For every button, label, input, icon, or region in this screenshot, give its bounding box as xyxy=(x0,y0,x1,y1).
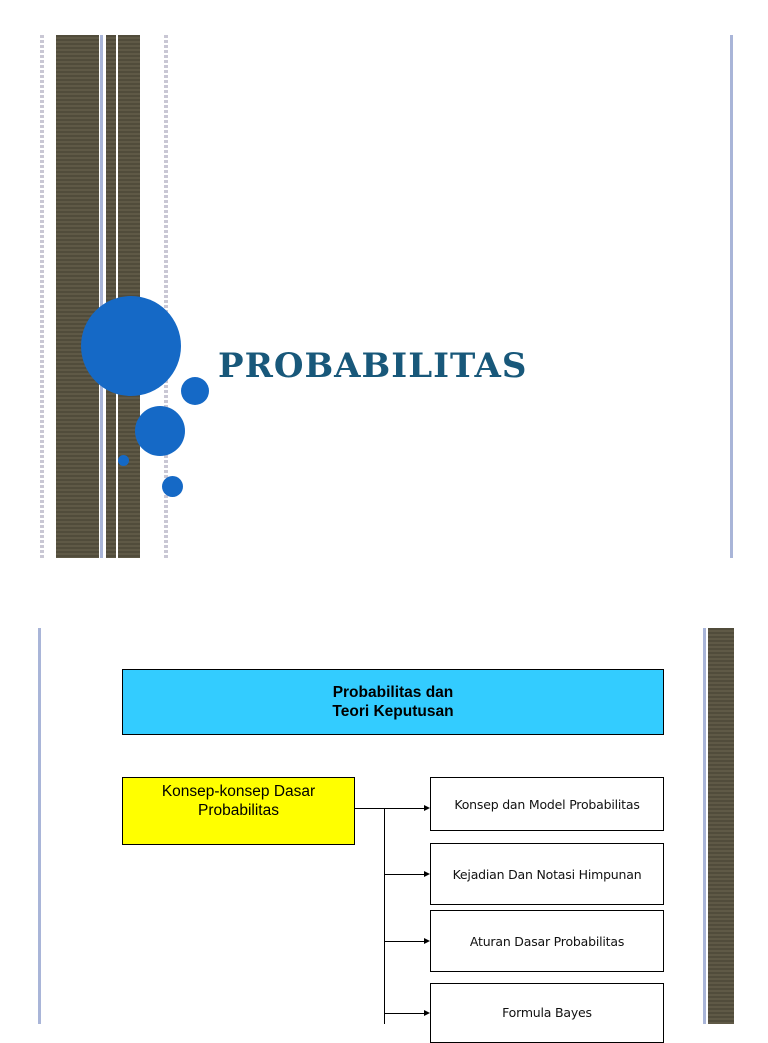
film-strip-wide xyxy=(56,35,99,558)
connector-trunk xyxy=(384,808,385,1024)
connector-line-3 xyxy=(384,941,425,942)
small-circle-decoration xyxy=(181,377,209,405)
topic-label-4: Formula Bayes xyxy=(502,1005,592,1020)
topic-box-4: Formula Bayes xyxy=(430,983,664,1043)
connector-line-1 xyxy=(355,808,425,809)
dotted-border-left xyxy=(40,35,44,558)
main-concept-line-1: Konsep-konsep Dasar xyxy=(161,783,316,800)
header-line-1: Probabilitas dan xyxy=(332,684,454,701)
main-concept-box: Konsep-konsep Dasar Probabilitas xyxy=(122,777,355,845)
left-edge-line xyxy=(38,628,41,1024)
strip-divider xyxy=(100,35,103,558)
right-film-strip xyxy=(708,628,734,1024)
arrowhead-4 xyxy=(424,1010,430,1016)
slide-title: PROBABILITAS xyxy=(218,346,528,386)
dotted-border-right xyxy=(164,35,168,558)
concept-map-slide: Probabilitas dan Teori Keputusan Konsep-… xyxy=(0,600,768,1043)
right-strip-border xyxy=(703,628,706,1024)
topic-box-1: Konsep dan Model Probabilitas xyxy=(430,777,664,831)
topic-box-2: Kejadian Dan Notasi Himpunan xyxy=(430,843,664,905)
topic-label-2: Kejadian Dan Notasi Himpunan xyxy=(452,866,642,882)
arrowhead-1 xyxy=(424,805,430,811)
connector-line-2 xyxy=(384,874,425,875)
main-concept-line-2: Probabilitas xyxy=(198,802,279,819)
title-slide: PROBABILITAS xyxy=(40,35,733,558)
topic-header-box: Probabilitas dan Teori Keputusan xyxy=(122,669,664,735)
header-line-2: Teori Keputusan xyxy=(332,703,454,720)
topic-label-1: Konsep dan Model Probabilitas xyxy=(454,796,640,812)
medium-circle-decoration xyxy=(135,406,185,456)
small-circle-decoration-2 xyxy=(162,476,183,497)
tiny-circle-decoration xyxy=(118,455,129,466)
film-strip-narrow-1 xyxy=(106,35,116,558)
large-circle-decoration xyxy=(81,296,181,396)
topic-label-3: Aturan Dasar Probabilitas xyxy=(469,933,625,949)
arrowhead-3 xyxy=(424,938,430,944)
topic-box-3: Aturan Dasar Probabilitas xyxy=(430,910,664,972)
arrowhead-2 xyxy=(424,871,430,877)
connector-line-4 xyxy=(384,1013,425,1014)
right-edge-line xyxy=(730,35,733,558)
